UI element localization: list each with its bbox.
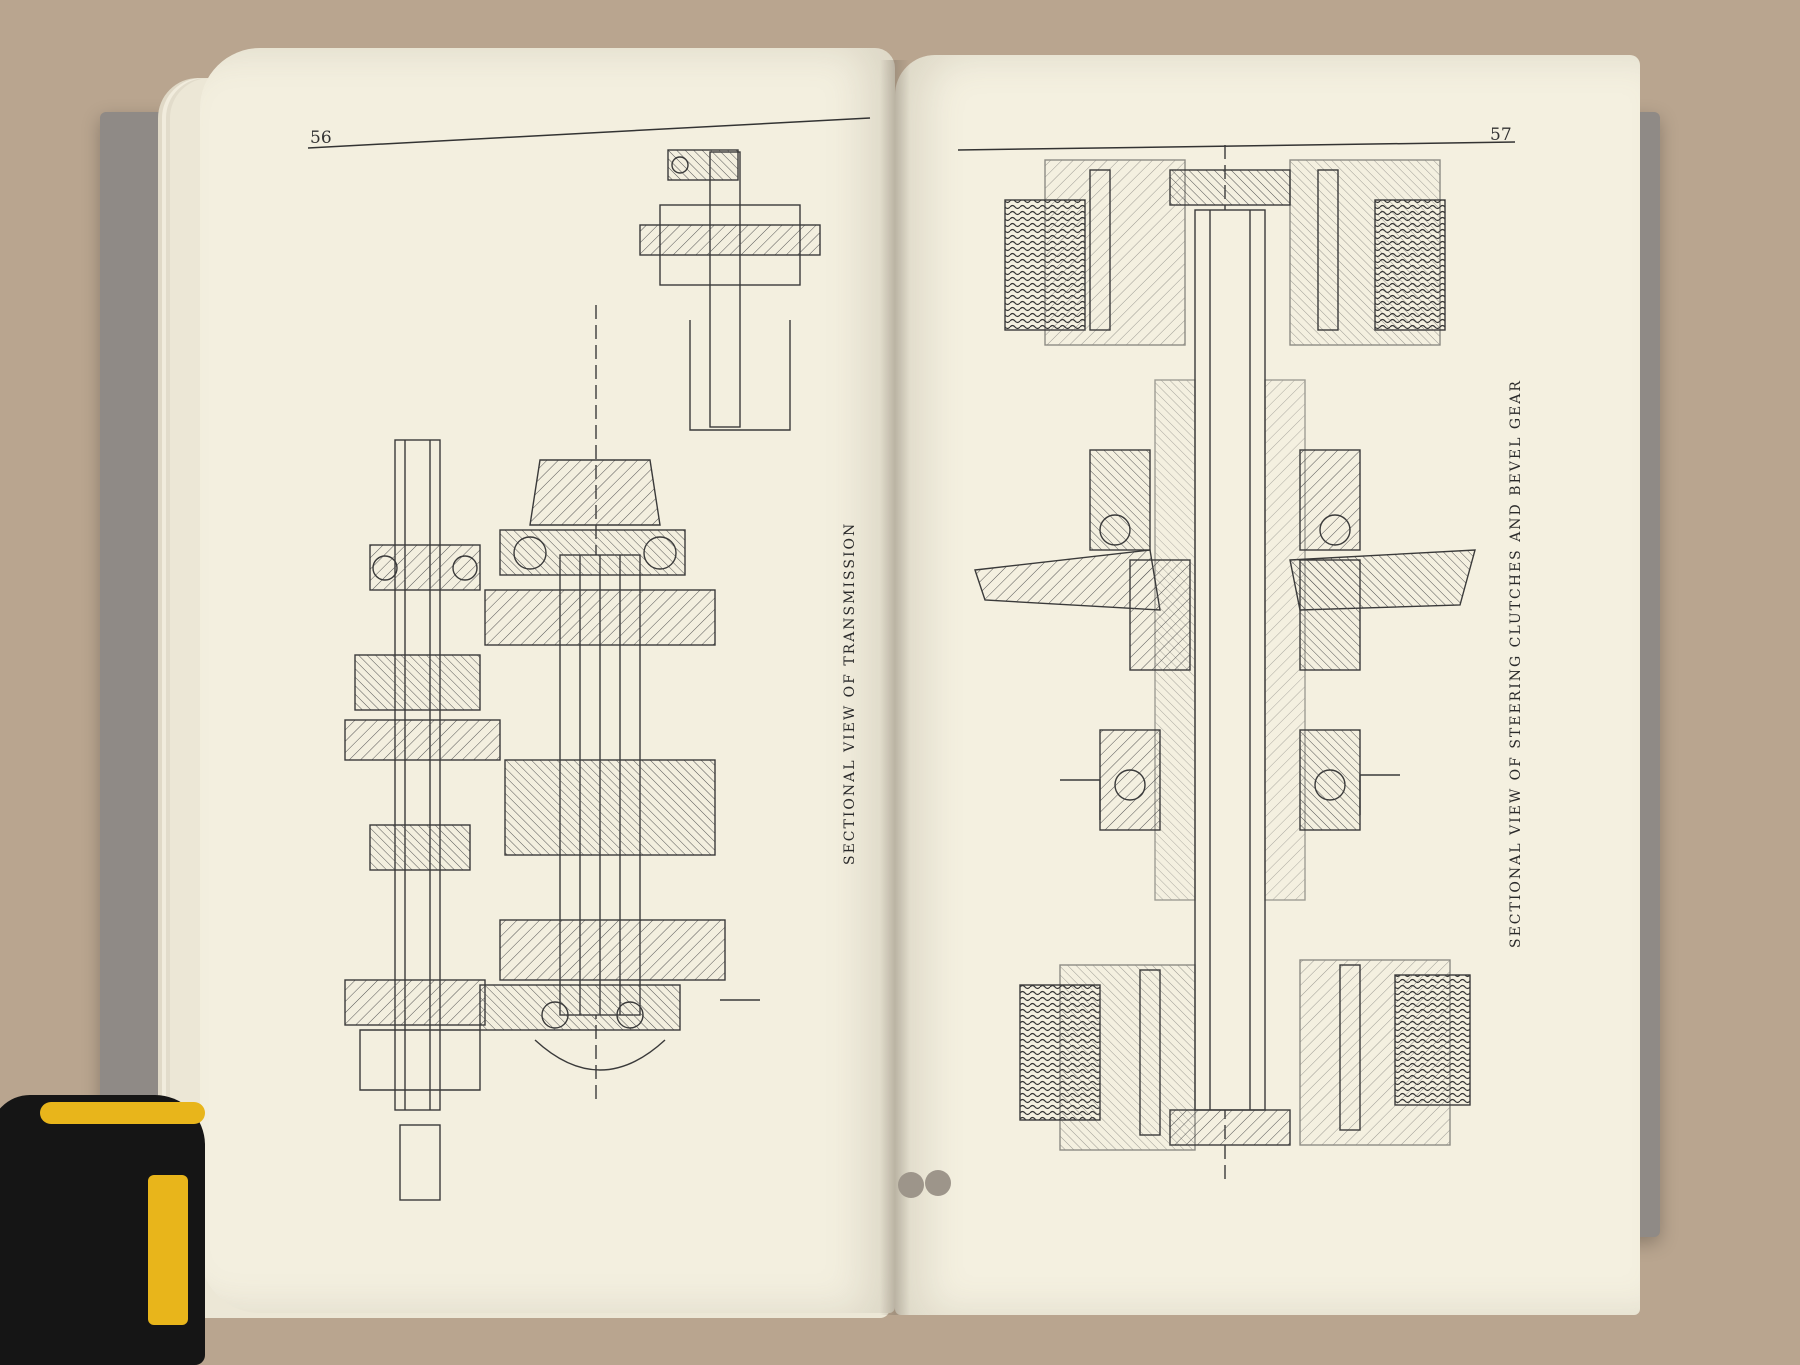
left-figure-caption: SECTIONAL VIEW OF TRANSMISSION [842, 521, 858, 865]
binding-hole [898, 1172, 924, 1198]
tape-measure-band [148, 1175, 188, 1325]
right-figure-caption: SECTIONAL VIEW OF STEERING CLUTCHES AND … [1508, 379, 1524, 948]
left-page-number: 56 [310, 128, 332, 148]
binding-hole [925, 1170, 951, 1196]
left-header-rule [307, 117, 871, 149]
steering-clutch-drawing [974, 145, 1476, 1180]
transmission-drawing [344, 149, 821, 1201]
left-page [200, 48, 895, 1313]
right-header-rule [957, 141, 1516, 151]
right-page-number: 57 [1490, 125, 1512, 145]
book-gutter [880, 60, 910, 1315]
tape-measure-band [40, 1102, 205, 1124]
